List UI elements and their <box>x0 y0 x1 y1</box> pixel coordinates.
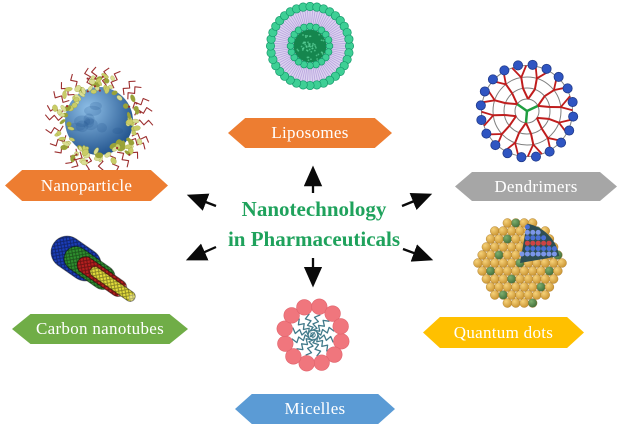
carbon-nanotubes-illustration <box>50 235 136 302</box>
dendrimer-illustration <box>475 59 579 163</box>
banner-nanoparticle: Nanoparticle <box>5 170 168 201</box>
banner-liposomes: Liposomes <box>228 118 392 148</box>
banner-dendrimers: Dendrimers <box>455 172 617 201</box>
diagram-title-line2: in Pharmaceuticals <box>227 227 401 251</box>
banner-micelles: Micelles <box>235 394 395 424</box>
banner-dendrimers-label: Dendrimers <box>494 176 578 196</box>
nanoparticle-illustration <box>44 66 154 176</box>
banner-carbon-nanotubes-label: Carbon nanotubes <box>35 319 165 338</box>
liposome-illustration <box>265 2 355 91</box>
micelles-illustration <box>276 298 350 372</box>
banner-liposomes-label: Liposomes <box>271 123 349 142</box>
quantum-dots-illustration <box>473 218 567 308</box>
banner-micelles-label: Micelles <box>284 399 346 418</box>
banner-quantum-dots-label: Quantum dots <box>453 322 554 342</box>
banner-nanoparticle-label: Nanoparticle <box>40 175 133 195</box>
diagram-title: Nanotechnology in Pharmaceuticals <box>193 194 435 254</box>
banner-quantum-dots: Quantum dots <box>423 317 584 348</box>
banner-carbon-nanotubes: Carbon nanotubes <box>12 314 188 344</box>
diagram-title-line1: Nanotechnology <box>241 197 387 221</box>
